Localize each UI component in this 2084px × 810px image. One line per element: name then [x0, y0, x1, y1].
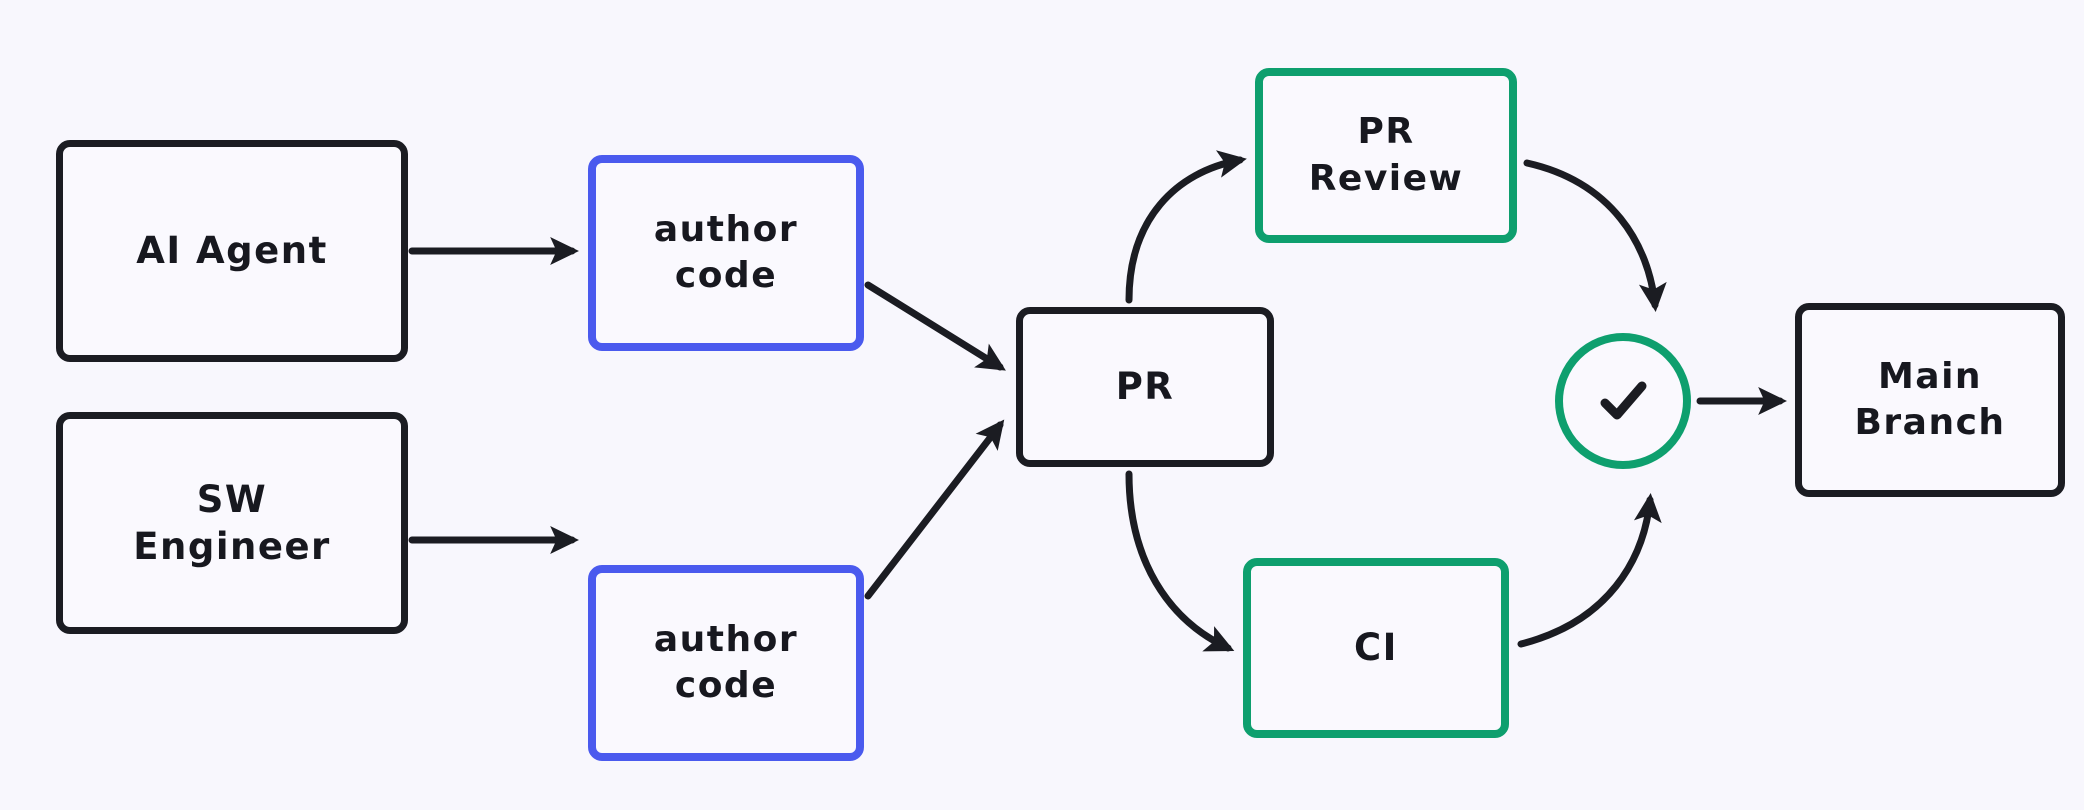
- node-pr-label: PR: [1115, 365, 1175, 409]
- node-ci[interactable]: CI: [1243, 558, 1509, 738]
- node-sw-engineer-label: SW Engineer: [133, 477, 331, 568]
- node-pr[interactable]: PR: [1016, 307, 1274, 467]
- edge-author-code-top-to-pr: [864, 281, 1006, 371]
- node-ai-agent[interactable]: AI Agent: [56, 140, 408, 362]
- node-author-code-top[interactable]: author code: [588, 155, 864, 351]
- node-merge-check[interactable]: [1555, 333, 1691, 469]
- node-sw-engineer[interactable]: SW Engineer: [56, 412, 408, 634]
- edge-pr-review-to-merge-check: [1523, 159, 1667, 312]
- node-author-code-bottom[interactable]: author code: [588, 565, 864, 761]
- edge-pr-to-ci: [1125, 470, 1235, 652]
- node-main-branch[interactable]: Main Branch: [1795, 303, 2065, 497]
- node-author-code-top-label: author code: [653, 208, 799, 296]
- edge-pr-to-pr-review: [1125, 150, 1247, 304]
- edge-author-code-bot-to-pr: [864, 419, 1005, 600]
- node-ci-label: CI: [1354, 626, 1398, 670]
- node-ai-agent-label: AI Agent: [136, 229, 328, 273]
- node-pr-review-label: PR Review: [1308, 111, 1464, 199]
- node-pr-review[interactable]: PR Review: [1255, 68, 1517, 243]
- edge-ci-to-merge-check: [1517, 493, 1662, 648]
- check-icon: [1600, 381, 1647, 420]
- node-main-branch-label: Main Branch: [1854, 355, 2006, 443]
- node-author-code-bottom-label: author code: [653, 618, 799, 706]
